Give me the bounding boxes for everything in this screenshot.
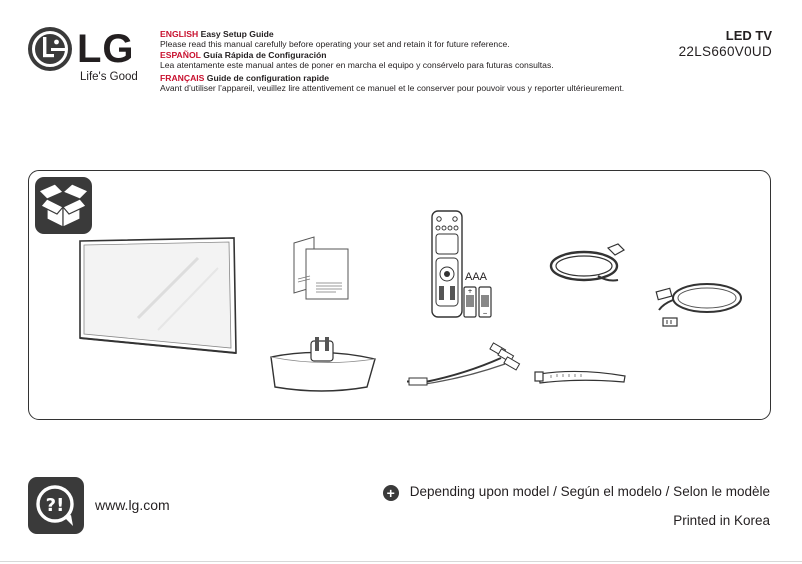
brand-name: LG <box>77 27 135 71</box>
english-heading: ENGLISH Easy Setup Guide <box>160 29 720 39</box>
model-number: 22LS660V0UD <box>678 44 772 59</box>
av-cable-icon <box>407 342 521 386</box>
battery-label: AAA <box>465 271 488 283</box>
bottom-divider <box>0 561 802 562</box>
lang-english: ENGLISH <box>160 29 199 39</box>
product-info: LED TV 22LS660V0UD <box>679 28 772 59</box>
title-english: Easy Setup Guide <box>200 29 274 39</box>
french-body: Avant d’utiliser l’appareil, veuillez li… <box>160 83 625 94</box>
stand-icon <box>270 337 376 392</box>
spanish-heading: ESPAÑOL Guía Rápida de Configuración <box>160 50 720 60</box>
battery-icon: + − <box>463 286 492 318</box>
model-note: + Depending upon model / Según el modelo … <box>382 484 770 501</box>
brand-tagline: Life's Good <box>80 71 138 83</box>
lg-logo: LG Life's Good <box>28 27 146 85</box>
power-cord-icon <box>549 243 625 282</box>
svg-text:−: − <box>482 310 487 317</box>
title-french: Guide de configuration rapide <box>206 72 330 83</box>
title-spanish: Guía Rápida de Configuración <box>203 49 327 60</box>
spanish-body: Lea atentamente este manual antes de pon… <box>160 60 554 71</box>
plus-circle-icon: + <box>382 485 399 501</box>
ac-adapter-icon <box>655 283 742 327</box>
box-icon <box>35 177 92 234</box>
manual-icon <box>293 236 349 300</box>
product-type: LED TV <box>725 28 772 43</box>
remote-icon <box>431 210 463 318</box>
parts-frame <box>28 170 771 420</box>
lang-french: FRANÇAIS <box>160 72 205 83</box>
svg-text:+: + <box>467 288 472 295</box>
lg-face-icon <box>28 27 72 71</box>
website-link[interactable]: www.lg.com <box>95 497 170 513</box>
english-body: Please read this manual carefully before… <box>160 39 510 50</box>
question-bubble-icon: ?! <box>28 477 84 534</box>
model-note-text: Depending upon model / Según el modelo /… <box>409 484 770 499</box>
cable-tie-icon <box>534 370 626 384</box>
lang-spanish: ESPAÑOL <box>160 49 201 60</box>
printed-in: Printed in Korea <box>673 513 770 528</box>
french-heading: FRANÇAIS Guide de configuration rapide <box>160 73 720 83</box>
svg-text:?!: ?! <box>46 495 65 516</box>
intro-text: ENGLISH Easy Setup Guide Please read thi… <box>160 29 720 93</box>
tv-icon <box>79 237 237 354</box>
